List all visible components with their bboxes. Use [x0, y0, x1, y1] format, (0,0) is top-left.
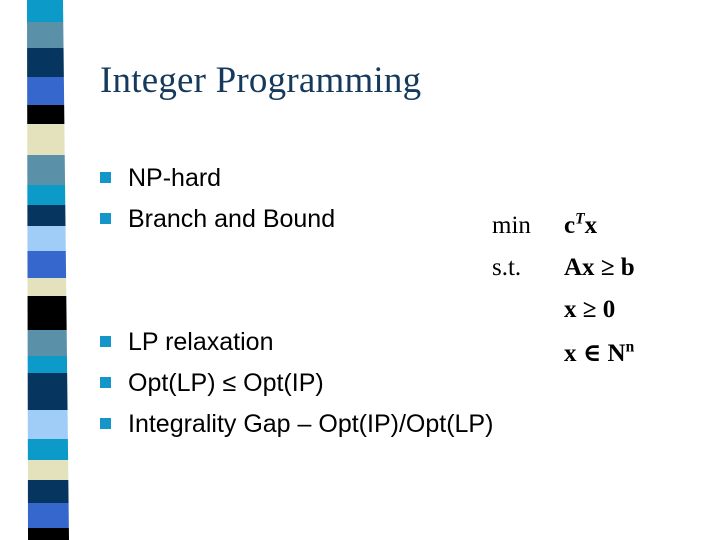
list-item: Branch and Bound	[100, 201, 530, 242]
side-band-stripe	[27, 0, 64, 22]
side-band-stripe	[27, 528, 70, 540]
side-band-stripe	[27, 251, 67, 278]
list-item: Integrality Gap – Opt(IP)/Opt(LP)	[100, 406, 530, 447]
math-superscript: T	[575, 210, 585, 228]
side-band-stripe	[27, 205, 66, 226]
list-item-spacer	[100, 283, 530, 324]
side-band-stripe	[27, 226, 66, 251]
bullet-square-icon	[100, 377, 111, 388]
math-label: min	[492, 212, 531, 239]
side-band-stripe	[27, 48, 64, 77]
page-title: Integer Programming	[100, 60, 422, 101]
bullet-square-icon	[100, 418, 111, 429]
math-expr-prefix: x	[564, 296, 577, 323]
list-item-label: Integrality Gap – Opt(IP)/Opt(LP)	[128, 410, 494, 438]
side-band-stripe	[27, 373, 68, 410]
side-band-stripe	[27, 330, 67, 356]
side-band-stripe	[27, 439, 69, 460]
bullet-square-icon	[100, 213, 111, 224]
math-expr-suffix: ≥ 0	[582, 296, 616, 323]
math-expr-suffix: ≥ b	[600, 254, 635, 281]
math-expression: cTx	[564, 210, 598, 240]
side-band-stripe	[27, 460, 69, 480]
side-band-stripe	[27, 105, 65, 124]
side-band-stripe	[27, 124, 65, 155]
bullet-square-icon	[100, 172, 111, 183]
math-row-nonnegativity: x ≥ 0	[492, 296, 635, 338]
list-item-label: Branch and Bound	[128, 205, 336, 233]
side-band-stripe	[27, 480, 69, 503]
list-item: LP relaxation	[100, 324, 530, 365]
list-item-label: NP-hard	[128, 164, 222, 192]
side-band-stripe	[27, 410, 68, 439]
math-expr-suffix: x	[584, 212, 598, 239]
side-band-stripes	[27, 0, 70, 540]
math-superscript: n	[625, 338, 635, 356]
math-expression: Ax ≥ b	[564, 254, 635, 282]
optimization-model: min cTx s.t. Ax ≥ b x ≥ 0 x ∈ Nn	[492, 210, 635, 380]
list-item-label: Opt(LP) ≤ Opt(IP)	[128, 369, 324, 397]
math-row-integrality: x ∈ Nn	[492, 338, 635, 380]
side-band-stripe	[27, 155, 66, 185]
decorative-side-band	[0, 0, 90, 540]
list-item-spacer	[100, 242, 530, 283]
side-band-stripe	[27, 278, 67, 296]
side-band-stripe	[27, 77, 65, 105]
math-expression: x ∈ Nn	[564, 338, 634, 368]
side-band-stripe	[27, 22, 64, 48]
math-label: s.t.	[492, 254, 522, 281]
math-expr-prefix: Ax	[564, 254, 595, 281]
side-band-stripe	[27, 185, 66, 205]
math-row-objective: min cTx	[492, 210, 635, 254]
side-band-stripe	[27, 503, 69, 528]
bullet-list: NP-hard Branch and Bound LP relaxation O…	[100, 160, 530, 447]
side-band-stripe	[27, 296, 67, 330]
side-band-stripe	[27, 356, 68, 373]
math-expression: x ≥ 0	[564, 296, 615, 324]
math-row-constraint-matrix: s.t. Ax ≥ b	[492, 254, 635, 296]
math-expr-prefix: x ∈ N	[564, 340, 626, 367]
math-expr-prefix: c	[564, 212, 576, 239]
list-item: NP-hard	[100, 160, 530, 201]
bullet-square-icon	[100, 336, 111, 347]
list-item-label: LP relaxation	[128, 328, 274, 356]
list-item: Opt(LP) ≤ Opt(IP)	[100, 365, 530, 406]
